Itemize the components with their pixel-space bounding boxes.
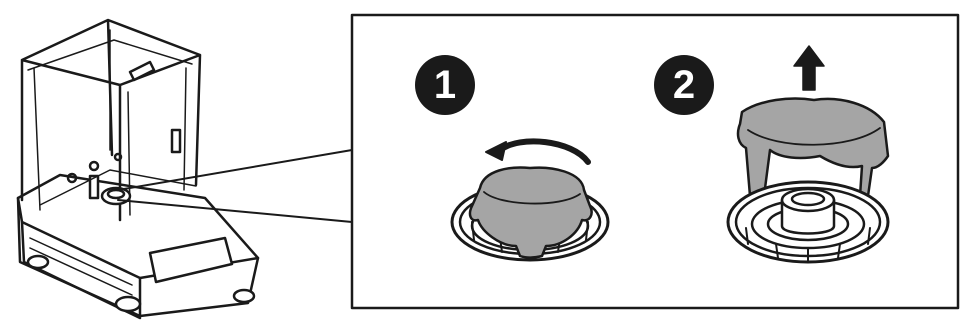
step-1-illustration: [450, 138, 610, 262]
step-number-1: 1: [433, 63, 457, 107]
step-2-illustration: [726, 45, 890, 264]
step-number-badge-2: 2: [654, 55, 714, 115]
callout-line: [117, 199, 353, 223]
side-door-handle: [88, 174, 100, 200]
balance-foot: [114, 295, 142, 313]
analytical-balance: [16, 18, 260, 320]
balance-foot: [26, 254, 50, 270]
step-number-2: 2: [672, 63, 696, 107]
balance-display: [148, 236, 234, 284]
lift-up-arrow-icon: [793, 45, 825, 91]
rotate-counterclockwise-arrow-icon: [497, 138, 591, 165]
side-door-handle: [170, 128, 182, 154]
callout-line: [117, 149, 353, 191]
top-slide-handle: [128, 60, 156, 82]
step-number-badge-1: 1: [415, 55, 475, 115]
balance-foot: [232, 288, 256, 304]
draft-shield: [20, 18, 202, 202]
pan-cover: [468, 166, 593, 259]
